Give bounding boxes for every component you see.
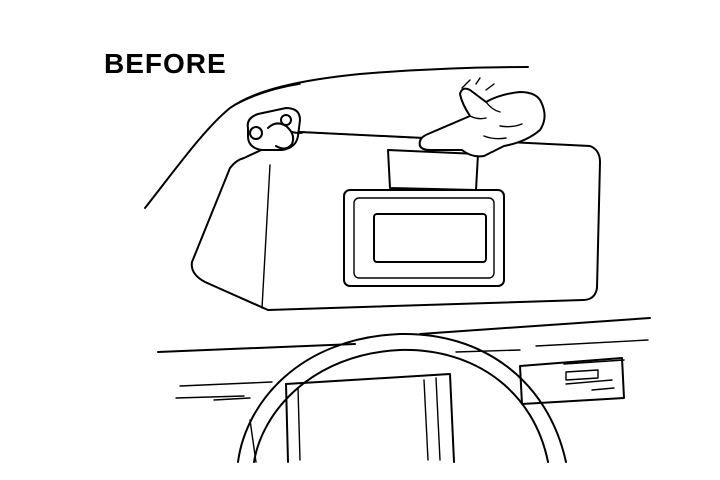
visor-mount-bracket xyxy=(246,107,305,151)
instrument-cluster xyxy=(285,373,455,463)
dashboard xyxy=(157,317,651,463)
hand-pointing-icon xyxy=(418,77,546,158)
radio-panel xyxy=(519,357,625,405)
steering-wheel xyxy=(237,332,567,463)
roof-headliner xyxy=(144,66,529,209)
visor-label-tab xyxy=(387,149,479,191)
caption-before: BEFORE xyxy=(104,48,227,79)
vanity-mirror xyxy=(343,189,505,287)
mount-screw-icon xyxy=(249,126,263,140)
